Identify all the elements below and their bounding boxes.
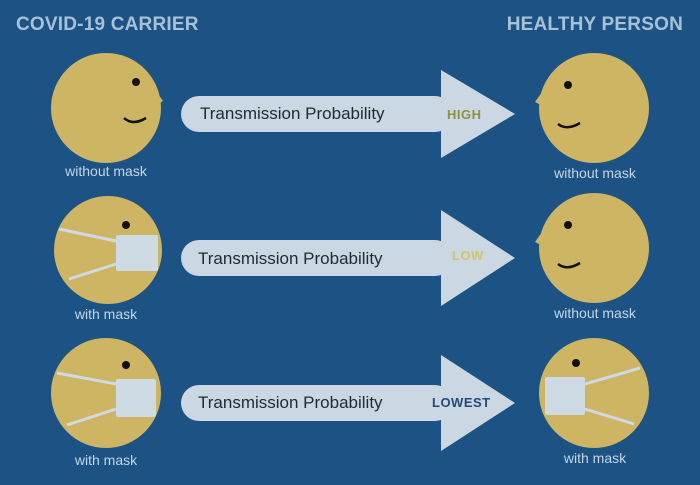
carrier-caption: without mask — [65, 163, 147, 179]
healthy-caption: without mask — [554, 305, 636, 321]
probability-level: LOWEST — [432, 395, 491, 410]
healthy-face-unmasked — [535, 53, 649, 163]
arrow-label: Transmission Probability — [200, 104, 385, 123]
transmission-arrow — [181, 70, 515, 158]
carrier-header: COVID-19 CARRIER — [16, 14, 199, 35]
transmission-arrow — [181, 210, 515, 306]
carrier-caption: with mask — [74, 452, 138, 468]
healthy-caption: with mask — [563, 450, 627, 466]
arrow-label: Transmission Probability — [198, 249, 383, 268]
healthy-face-masked — [539, 338, 649, 448]
carrier-caption: with mask — [74, 306, 138, 322]
probability-level: HIGH — [447, 107, 482, 122]
carrier-face-unmasked — [51, 53, 163, 163]
carrier-face-masked — [54, 196, 162, 304]
healthy-caption: without mask — [554, 165, 636, 181]
arrow-label: Transmission Probability — [198, 393, 383, 412]
carrier-face-masked — [51, 338, 161, 448]
probability-level: LOW — [452, 248, 484, 263]
healthy-face-unmasked — [535, 193, 649, 303]
transmission-arrow — [181, 355, 515, 451]
healthy-header: HEALTHY PERSON — [506, 14, 683, 35]
